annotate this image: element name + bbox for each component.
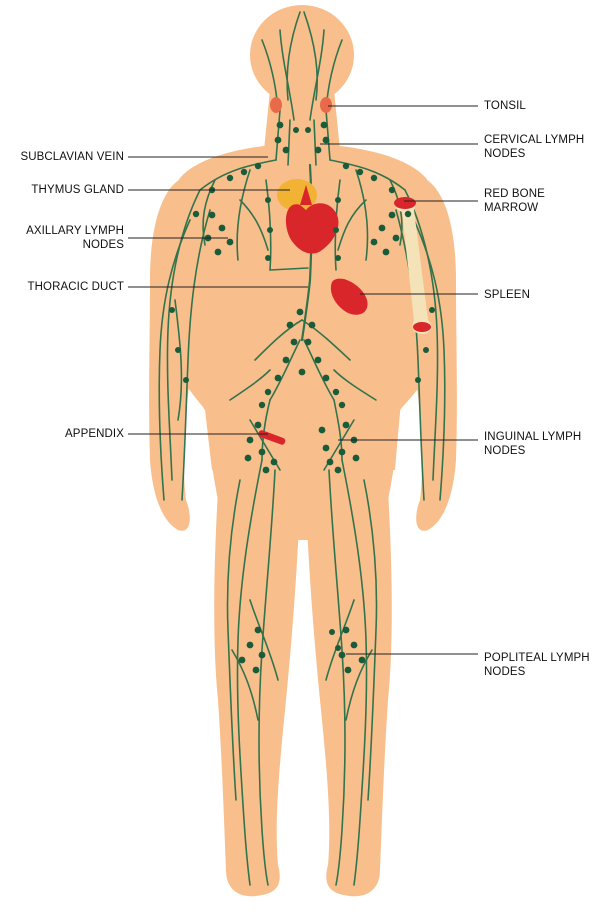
- label-red-bone-marrow-line1: RED BONE: [484, 187, 545, 201]
- label-inguinal-lymph-nodes: INGUINAL LYMPH NODES: [484, 430, 581, 458]
- label-spleen-line1: SPLEEN: [484, 288, 530, 302]
- body-silhouette: [149, 5, 457, 896]
- label-axillary-lymph-nodes: AXILLARY LYMPH NODES: [26, 224, 124, 252]
- label-subclavian-line1: SUBCLAVIAN VEIN: [20, 150, 124, 164]
- label-cervical-line1: CERVICAL LYMPH: [484, 133, 584, 147]
- label-thoracic-duct: THORACIC DUCT: [28, 280, 125, 294]
- red-bone-marrow: [394, 197, 416, 209]
- label-popliteal-line1: POPLITEAL LYMPH: [484, 651, 590, 665]
- label-tonsil-line1: TONSIL: [484, 99, 526, 113]
- label-red-bone-marrow-line2: MARROW: [484, 201, 545, 215]
- label-red-bone-marrow: RED BONE MARROW: [484, 187, 545, 215]
- label-tonsil: TONSIL: [484, 99, 526, 113]
- tonsil-left: [270, 97, 282, 113]
- label-axillary-line2: NODES: [26, 238, 124, 252]
- label-thoracic-duct-line1: THORACIC DUCT: [28, 280, 125, 294]
- label-popliteal-line2: NODES: [484, 665, 590, 679]
- label-popliteal-lymph-nodes: POPLITEAL LYMPH NODES: [484, 651, 590, 679]
- label-thymus-line1: THYMUS GLAND: [31, 183, 124, 197]
- label-subclavian-vein: SUBCLAVIAN VEIN: [20, 150, 124, 164]
- label-appendix: APPENDIX: [65, 427, 124, 441]
- tonsil-right: [320, 97, 332, 113]
- label-spleen: SPLEEN: [484, 288, 530, 302]
- label-axillary-line1: AXILLARY LYMPH: [26, 224, 124, 238]
- label-cervical-line2: NODES: [484, 147, 584, 161]
- label-cervical-lymph-nodes: CERVICAL LYMPH NODES: [484, 133, 584, 161]
- label-inguinal-line2: NODES: [484, 444, 581, 458]
- label-thymus-gland: THYMUS GLAND: [31, 183, 124, 197]
- label-appendix-line1: APPENDIX: [65, 427, 124, 441]
- label-inguinal-line1: INGUINAL LYMPH: [484, 430, 581, 444]
